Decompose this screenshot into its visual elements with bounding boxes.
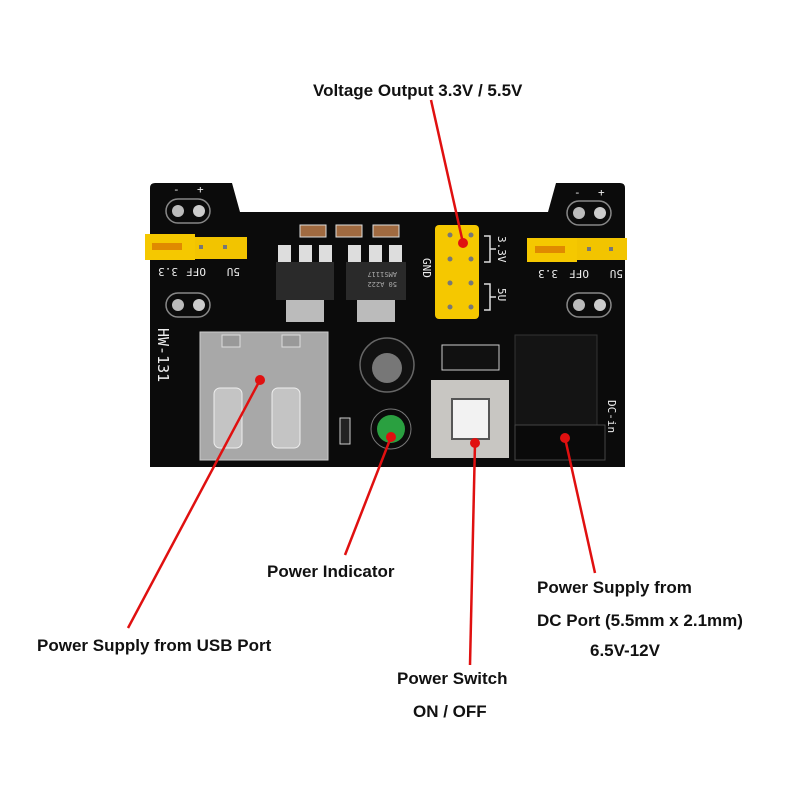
- diode: [441, 344, 500, 371]
- minus-label: -: [574, 186, 581, 199]
- left-jumper-5v-label: 5U: [227, 265, 240, 278]
- output-pin-header[interactable]: [435, 225, 496, 319]
- power-indicator-label: Power Indicator: [267, 562, 395, 581]
- usb-supply-label: Power Supply from USB Port: [37, 636, 272, 655]
- capacitor: [359, 337, 415, 393]
- right-jumper-off-label: OFF: [569, 267, 589, 280]
- voltage-regulator-2: 50 A222 AMS1117: [346, 245, 406, 322]
- regulator-model: AMS1117: [367, 270, 397, 278]
- right-rail-pins: - +: [566, 186, 612, 318]
- dc-in-label: DC-in: [605, 400, 618, 433]
- output-5v-label: 5U: [495, 288, 508, 301]
- voltage-regulator-1: [276, 245, 334, 322]
- power-switch-state-label: ON / OFF: [413, 702, 487, 721]
- right-jumper-5v-label: 5U: [610, 267, 623, 280]
- right-jumper[interactable]: [527, 238, 627, 262]
- left-jumper-33-label: 3.3: [158, 265, 178, 278]
- plus-label: +: [197, 183, 204, 196]
- dc-jack[interactable]: [514, 334, 606, 461]
- left-jumper[interactable]: [145, 234, 247, 260]
- dc-voltage-range-label: 6.5V-12V: [590, 641, 661, 660]
- gnd-label: GND: [420, 258, 433, 278]
- power-switch[interactable]: [431, 380, 509, 458]
- usb-port[interactable]: [199, 331, 329, 461]
- left-jumper-off-label: OFF: [186, 265, 206, 278]
- power-indicator-led: [339, 408, 412, 450]
- board-model-label: HW-131: [154, 328, 172, 382]
- minus-label: -: [173, 183, 180, 196]
- left-rail-pins: - +: [165, 183, 211, 318]
- voltage-output-label: Voltage Output 3.3V / 5.5V: [313, 81, 523, 100]
- plus-label: +: [598, 186, 605, 199]
- regulator-code: 50 A222: [367, 280, 397, 288]
- dc-supply-label: Power Supply from: [537, 578, 692, 597]
- smd-resistors: [299, 224, 400, 238]
- dc-port-size-label: DC Port (5.5mm x 2.1mm): [537, 611, 743, 630]
- annotation-pointers: [126, 99, 597, 666]
- right-jumper-33-label: 3.3: [538, 267, 558, 280]
- output-33v-label: 3.3V: [495, 236, 508, 263]
- power-switch-label: Power Switch: [397, 669, 508, 688]
